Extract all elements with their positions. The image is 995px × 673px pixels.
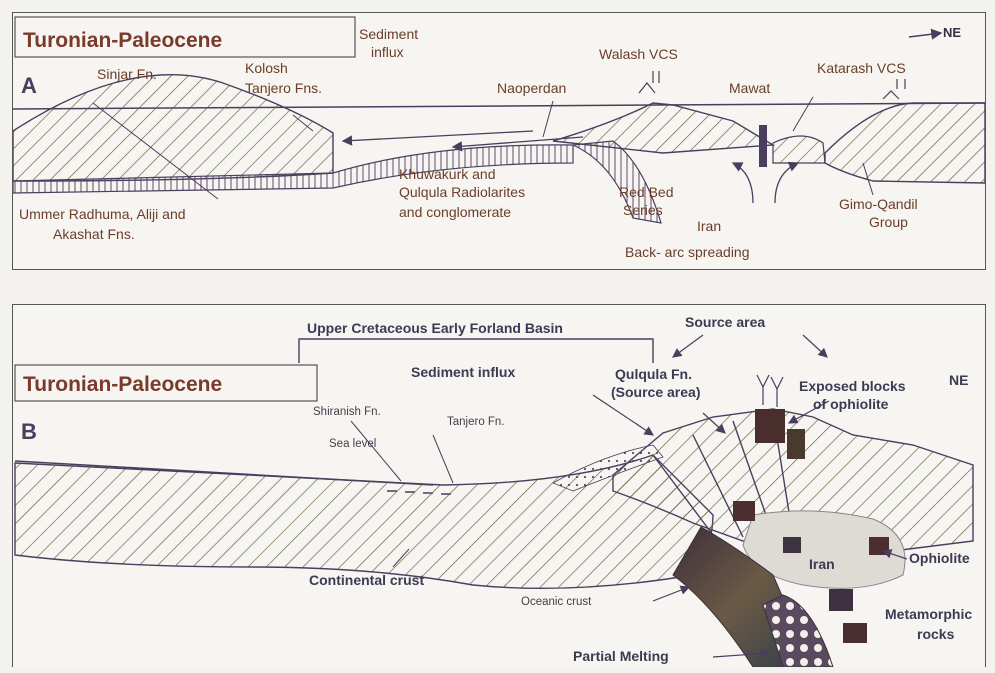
label-khuwakurk-2: Qulqula Radiolarites [399, 184, 525, 200]
label-qulqula-1: Qulqula Fn. [615, 366, 692, 382]
panel-b-diagram: Upper Cretaceous Early Forland Basin Sou… [13, 305, 985, 667]
leader-tanjero [433, 435, 453, 483]
label-sediment-influx: Sediment influx [411, 364, 515, 380]
label-continental: Continental crust [309, 572, 424, 588]
backarc-arrow-right [775, 163, 798, 203]
label-iran-a: Iran [697, 218, 721, 234]
label-partial-melting: Partial Melting [573, 648, 669, 664]
ophiolite-block-3 [733, 501, 755, 521]
label-foreland: Upper Cretaceous Early Forland Basin [307, 320, 563, 336]
backarc-arrow-left [733, 163, 753, 203]
label-exposed-1: Exposed blocks [799, 378, 906, 394]
label-sinjar: Sinjar Fn. [97, 66, 157, 82]
leader-mawat [793, 97, 813, 131]
mawat-block [773, 136, 825, 163]
label-qulqula-2: (Source area) [611, 384, 700, 400]
label-redbed-2: Series [623, 202, 663, 218]
arrow-sediment-influx [593, 395, 653, 435]
leader-shiranish [351, 421, 401, 481]
ophiolite-block-2 [787, 429, 805, 459]
label-khuwakurk-1: Khuwakurk and [399, 166, 496, 182]
label-katarash: Katarash VCS [817, 60, 906, 76]
label-meta-2: rocks [917, 626, 955, 642]
arrow-oceanic [653, 587, 689, 601]
direction-a: NE [943, 25, 961, 40]
panel-a-letter: A [21, 73, 37, 98]
label-iran-b: Iran [809, 556, 835, 572]
label-khuwakurk-3: and conglomerate [399, 204, 511, 220]
label-tanjero: Tanjero Fn. [447, 416, 505, 428]
label-ophiolite: Ophiolite [909, 550, 970, 566]
spreading-ridge [759, 125, 767, 167]
label-ummer-2: Akashat Fns. [53, 226, 135, 242]
foreland-bracket [299, 339, 653, 363]
label-meta-1: Metamorphic [885, 606, 972, 622]
label-source-area: Source area [685, 314, 765, 330]
influx-arrow-1 [343, 131, 533, 141]
label-gimo-1: Gimo-Qandil [839, 196, 918, 212]
ophiolite-block-4 [783, 537, 801, 553]
label-walash: Walash VCS [599, 46, 678, 62]
direction-b: NE [949, 372, 968, 388]
label-ummer-1: Ummer Radhuma, Aliji and [19, 206, 186, 222]
katarash-volcano [883, 79, 905, 99]
label-naoperdan: Naoperdan [497, 80, 566, 96]
ne-arrow-a [909, 33, 941, 37]
label-exposed-2: of ophiolite [813, 396, 889, 412]
label-sea-level: Sea level [329, 438, 376, 450]
label-sediment-2: influx [371, 44, 404, 60]
ophiolite-block-1 [755, 409, 785, 443]
panel-b-letter: B [21, 419, 37, 444]
source-arrow-right [803, 335, 827, 357]
panel-b-title: Turonian-Paleocene [23, 373, 222, 396]
volcano-symbols [757, 375, 783, 407]
label-redbed-1: Red Bed [619, 184, 673, 200]
label-shiranish: Shiranish Fn. [313, 406, 381, 418]
panel-a-diagram: Turonian-Paleocene A NE [13, 13, 985, 269]
label-sediment-1: Sediment [359, 26, 418, 42]
label-kolosh-1: Kolosh [245, 60, 288, 76]
label-oceanic: Oceanic crust [521, 596, 592, 608]
label-mawat: Mawat [729, 80, 770, 96]
walash-volcano [639, 71, 659, 93]
panel-a-title: Turonian-Paleocene [23, 29, 222, 52]
label-kolosh-2: Tanjero Fns. [245, 80, 322, 96]
panel-a: Turonian-Paleocene A NE [12, 12, 986, 270]
label-backarc: Back- arc spreading [625, 244, 750, 260]
metamorphic-block-2 [843, 623, 867, 643]
gimo-qandil-mass [825, 103, 985, 183]
label-gimo-2: Group [869, 214, 908, 230]
metamorphic-block-1 [829, 589, 853, 611]
source-arrow-left [673, 335, 703, 357]
panel-b: Upper Cretaceous Early Forland Basin Sou… [12, 304, 986, 667]
